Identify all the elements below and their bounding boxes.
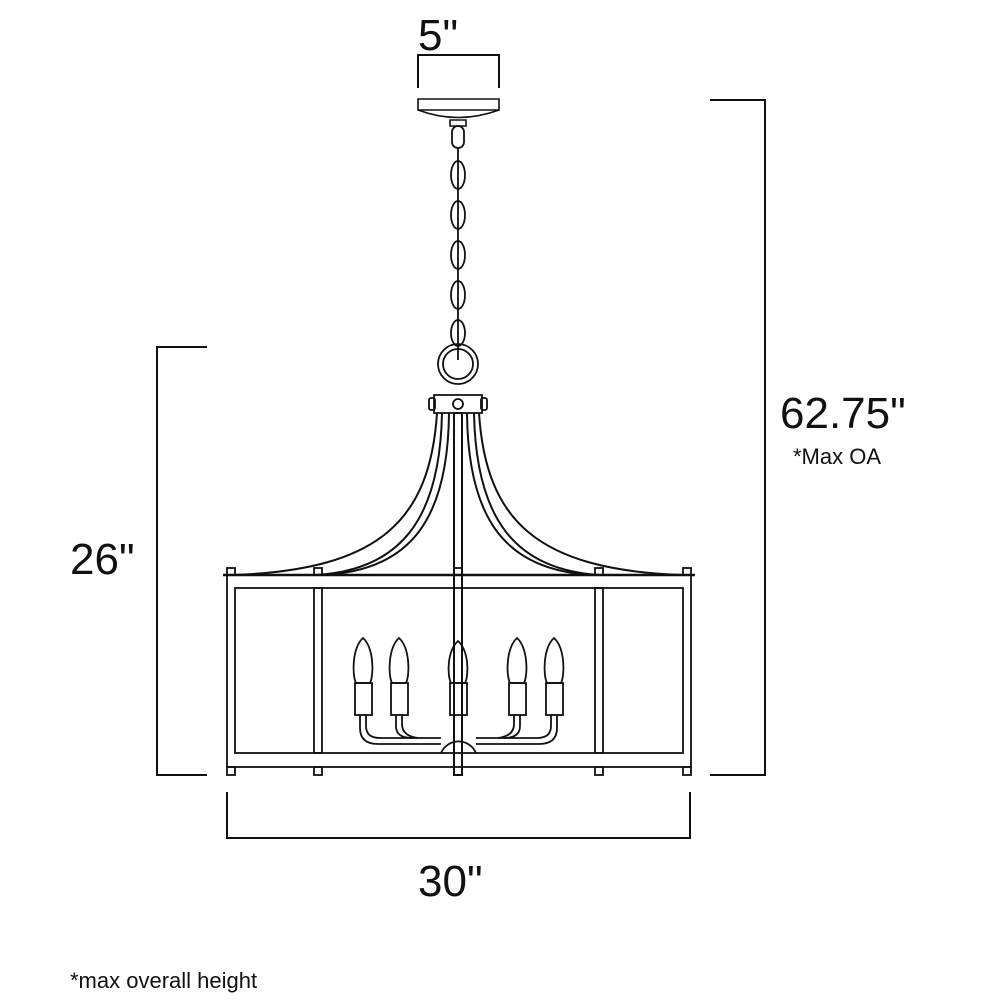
fixture-height-label: 26" [70, 535, 135, 584]
overall-height-dimension-line [710, 99, 766, 776]
curved-frame-arms [232, 412, 684, 776]
footnote: *max overall height [70, 968, 258, 993]
overall-height-label: 62.75" [780, 389, 906, 438]
hanging-ring [428, 343, 488, 414]
canopy-width-dimension-line [417, 54, 500, 88]
chain [450, 125, 466, 360]
canopy-width-label: 5" [418, 11, 459, 60]
cage-frame [223, 567, 695, 776]
candle-lights [352, 636, 565, 754]
ceiling-canopy [417, 98, 500, 127]
overall-height-note: *Max OA [793, 444, 882, 469]
fixture-width-dimension-line [226, 792, 691, 839]
fixture-width-label: 30" [418, 857, 483, 906]
fixture-height-dimension-line [156, 346, 207, 776]
